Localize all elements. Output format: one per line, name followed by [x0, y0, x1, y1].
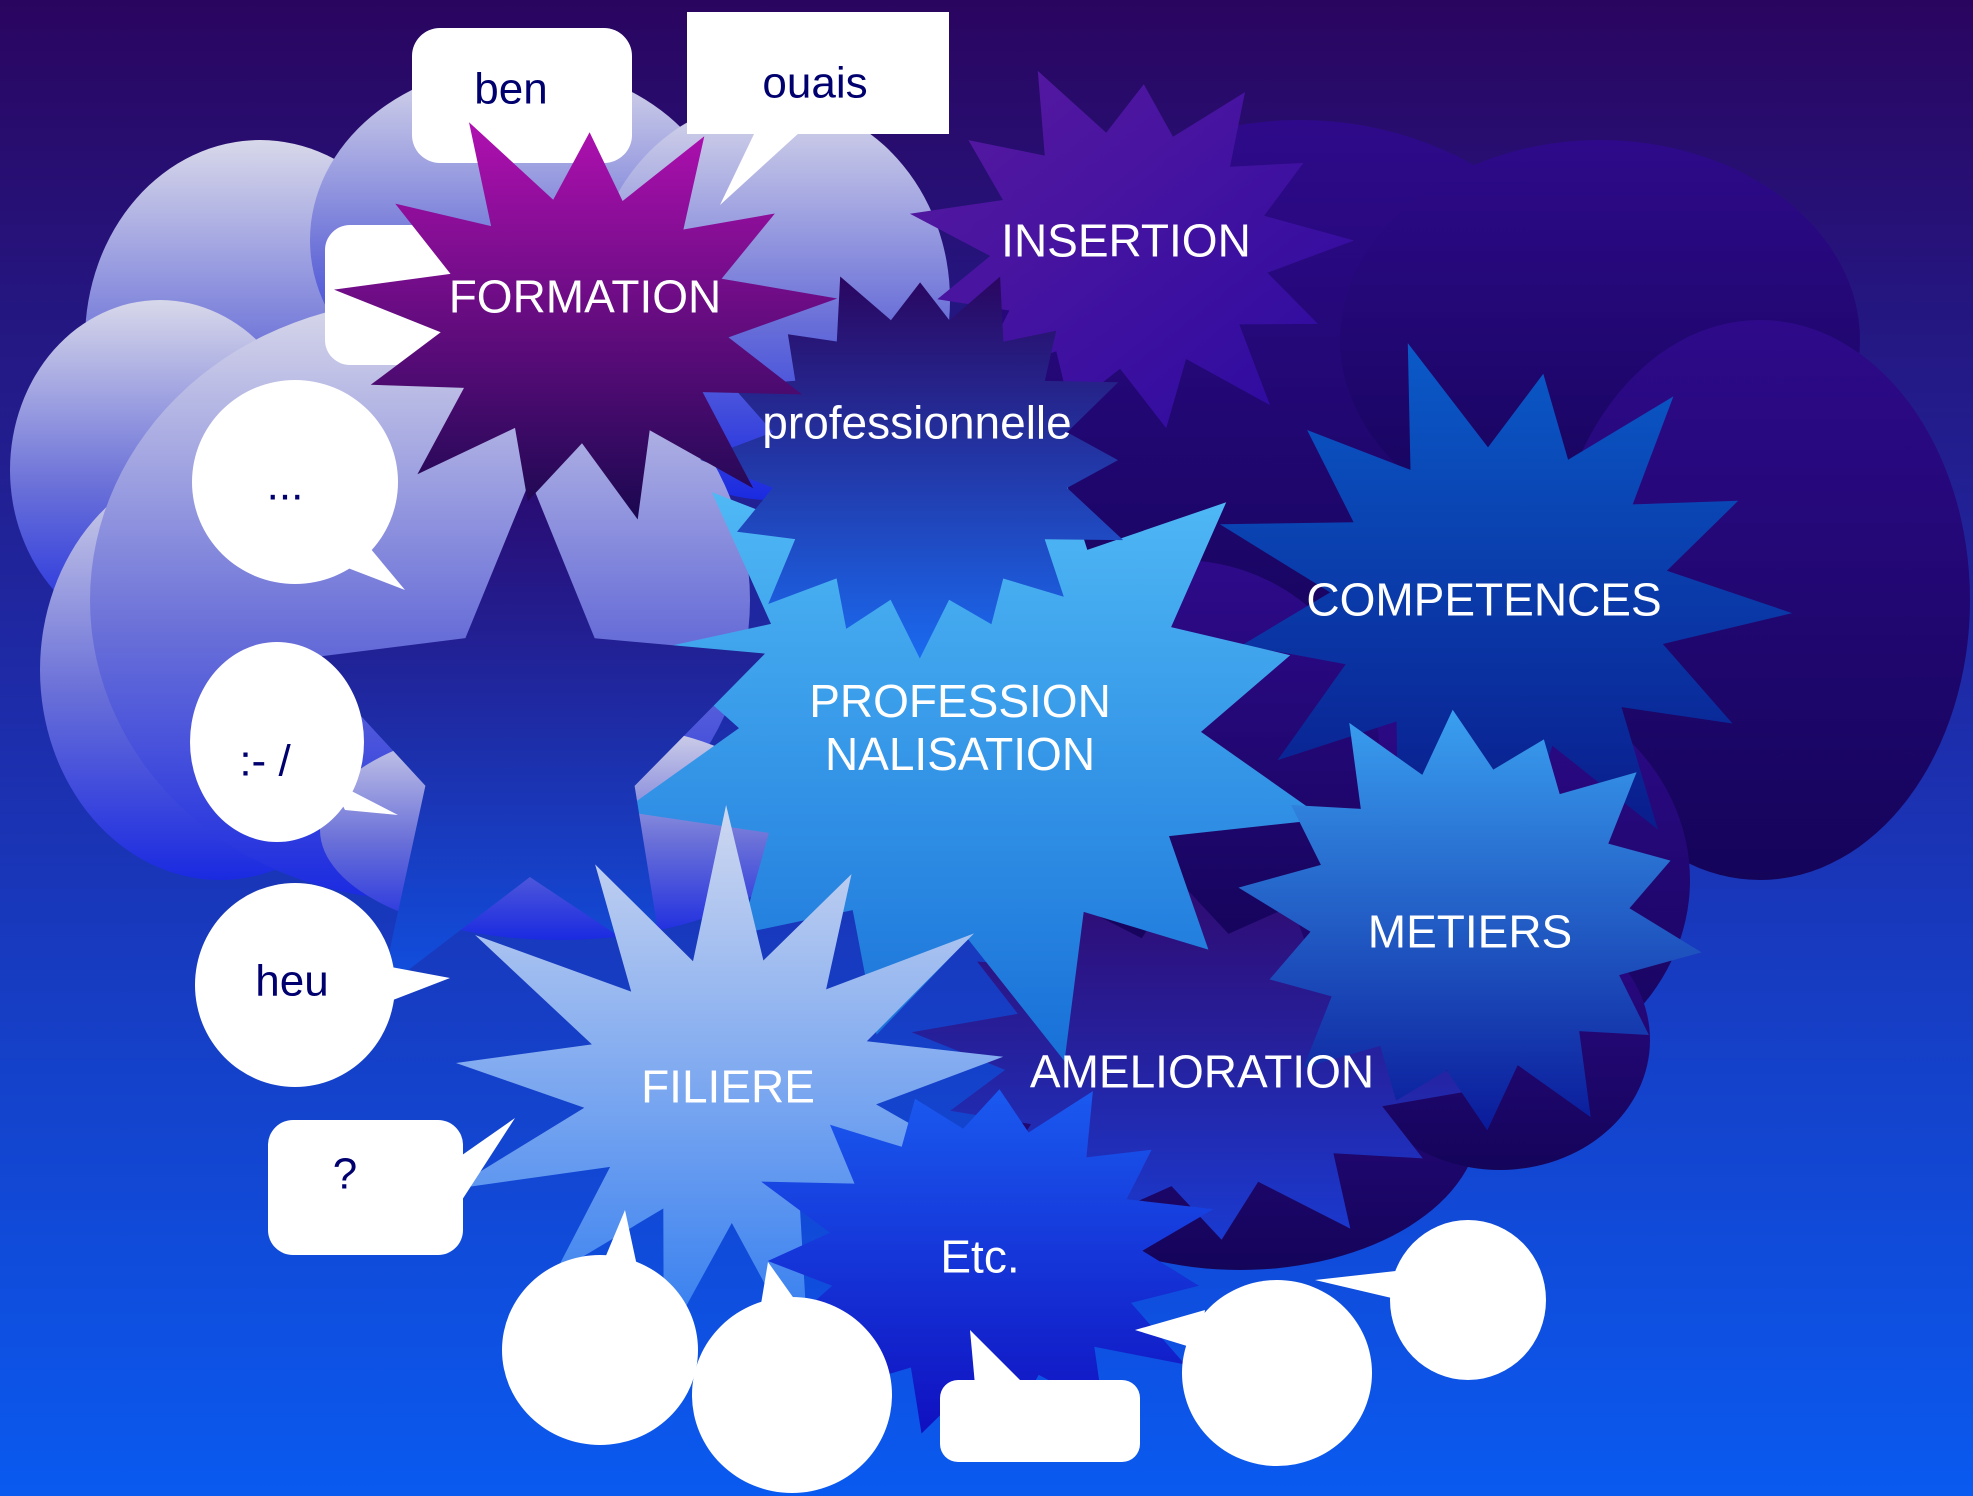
bottom-bubble-4 — [1135, 1280, 1372, 1466]
bottom-bubble-5 — [1315, 1220, 1546, 1380]
filiere-label: FILIERE — [641, 1060, 815, 1113]
star-burst — [307, 479, 765, 991]
heu-bubble-text: heu — [255, 956, 329, 1006]
dots-bubble-shape — [192, 380, 405, 590]
formation-burst — [334, 122, 838, 520]
metiers-label: METIERS — [1367, 905, 1573, 958]
formation-label: FORMATION — [448, 270, 722, 323]
ben-bubble-text: ben — [474, 64, 548, 114]
smiley-bubble-text: :- / — [239, 736, 291, 786]
professionnalisation-label: PROFESSION NALISATION — [809, 675, 1111, 780]
ben-bubble-shape — [412, 28, 632, 163]
bottom-bubble-3 — [940, 1330, 1140, 1462]
smiley-bubble-shape — [190, 642, 398, 842]
bottom-bubble-1 — [502, 1210, 698, 1445]
bottom-bubble-2 — [692, 1262, 892, 1493]
professionnelle-burst — [700, 276, 1124, 659]
dots-bubble-text: ... — [266, 460, 304, 510]
heu-bubble-shape — [195, 883, 450, 1087]
metiers-burst — [1238, 709, 1702, 1131]
competences-label: COMPETENCES — [1306, 573, 1662, 626]
insertion-label: INSERTION — [1001, 214, 1251, 267]
amelioration-label: AMELIORATION — [1029, 1045, 1375, 1098]
question-bubble-text: ? — [332, 1149, 358, 1199]
ouais-bubble-shape — [687, 12, 949, 205]
ouais-bubble-text: ouais — [762, 58, 868, 108]
etc-label: Etc. — [940, 1230, 1020, 1283]
competences-burst — [1219, 343, 1793, 850]
question-bubble-shape — [268, 1118, 515, 1255]
professionnelle-label: professionnelle — [762, 396, 1072, 449]
